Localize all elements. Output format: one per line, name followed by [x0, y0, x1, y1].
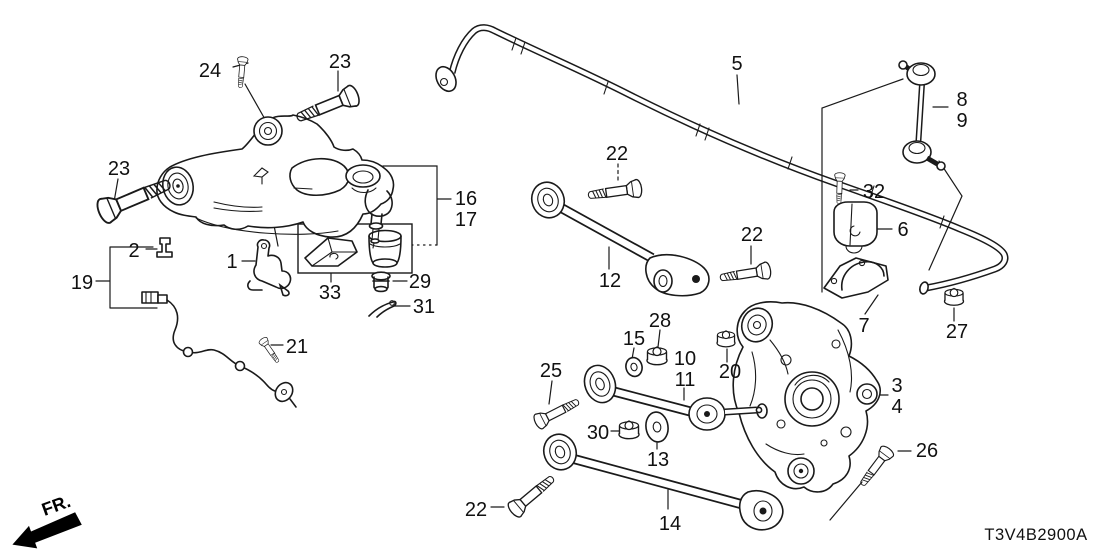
stabilizer-bushing-6: [833, 201, 878, 254]
nut-27: [943, 287, 965, 306]
fr-arrow-icon: [12, 512, 82, 549]
washer-13: [645, 411, 669, 443]
top-bushing: [253, 116, 283, 146]
upper-rear-arm-12: [530, 181, 710, 297]
diagram-part-code: T3V4B2900A: [984, 526, 1087, 544]
callouts: 24 23 23 2 19 1 21 33 29 31 16 17 5 8 9 …: [71, 51, 968, 535]
callout-32[interactable]: 32: [863, 181, 885, 203]
callout-12[interactable]: 12: [599, 270, 621, 292]
callout-23-top[interactable]: 23: [329, 51, 351, 73]
upper-control-arm: [156, 114, 395, 249]
callout-31[interactable]: 31: [413, 296, 435, 318]
callout-19[interactable]: 19: [71, 272, 93, 294]
harness-clip: [156, 237, 173, 258]
callout-2[interactable]: 2: [128, 240, 139, 262]
bar-section-marks: [511, 37, 945, 229]
callout-6[interactable]: 6: [897, 219, 908, 241]
callout-5[interactable]: 5: [731, 53, 742, 75]
bolt-22-lower: [505, 470, 560, 520]
callout-20[interactable]: 20: [719, 361, 741, 383]
stabilizer-link: [898, 60, 946, 171]
grommet-29: [371, 271, 391, 293]
bolt-24: [234, 55, 249, 89]
callout-26[interactable]: 26: [916, 440, 938, 462]
callout-29[interactable]: 29: [409, 271, 431, 293]
callout-25[interactable]: 25: [540, 360, 562, 382]
callout-22-mid[interactable]: 22: [741, 224, 763, 246]
kit-box: [297, 223, 413, 274]
callout-23-left[interactable]: 23: [108, 158, 130, 180]
callout-10[interactable]: 10: [674, 348, 696, 370]
callout-27[interactable]: 27: [946, 321, 968, 343]
bolt-22-mid: [718, 260, 773, 287]
callout-21[interactable]: 21: [286, 336, 308, 358]
callout-13[interactable]: 13: [647, 449, 669, 471]
callout-33[interactable]: 33: [319, 282, 341, 304]
callout-14[interactable]: 14: [659, 513, 681, 535]
callout-8[interactable]: 8: [956, 89, 967, 111]
nut-30: [618, 420, 640, 440]
callout-7[interactable]: 7: [858, 315, 869, 337]
lower-arm-a: [583, 364, 763, 431]
callout-30[interactable]: 30: [587, 422, 609, 444]
stabilizer-bracket-7: [823, 257, 889, 299]
callout-28[interactable]: 28: [649, 310, 671, 332]
bolt-25: [531, 393, 583, 431]
callout-15[interactable]: 15: [623, 328, 645, 350]
callout-1[interactable]: 1: [226, 251, 237, 273]
callout-17[interactable]: 17: [455, 209, 477, 231]
cotter-pin-31: [368, 300, 397, 318]
sensor-bracket: [247, 239, 292, 297]
nut-20: [716, 330, 736, 348]
abs-sensor-harness: [141, 291, 297, 408]
callout-11[interactable]: 11: [675, 369, 696, 391]
callout-22-lower[interactable]: 22: [465, 499, 487, 521]
stabilizer-bar: [435, 24, 1009, 295]
fr-direction-arrow: FR.: [12, 491, 82, 549]
bolt-22-upper: [586, 178, 644, 205]
rear-knuckle: [732, 301, 881, 493]
callout-24[interactable]: 24: [199, 60, 221, 82]
lower-arm-b: [542, 433, 784, 531]
callout-3[interactable]: 3: [891, 375, 902, 397]
washer-15: [625, 356, 643, 378]
ball-joint: [345, 164, 393, 249]
callout-9[interactable]: 9: [956, 110, 967, 132]
callout-4[interactable]: 4: [891, 396, 902, 418]
callout-16[interactable]: 16: [455, 188, 477, 210]
callout-22-upper[interactable]: 22: [606, 143, 628, 165]
grease-packet: [304, 237, 358, 267]
bolt-21: [257, 335, 283, 365]
nut-28: [646, 346, 668, 366]
